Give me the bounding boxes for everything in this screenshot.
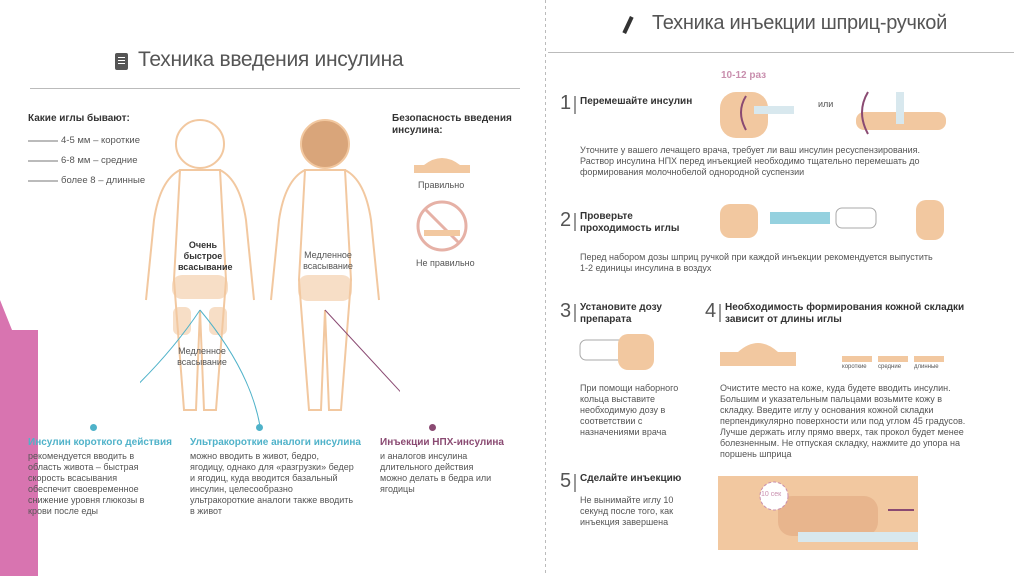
body-figures-illustration: [140, 119, 400, 427]
wrong-injection-icon: [416, 200, 468, 252]
step1-text: Уточните у вашего лечащего врача, требуе…: [580, 145, 921, 177]
decorative-pink-corner: [0, 300, 12, 330]
step2-bar: [574, 213, 576, 231]
step5-text: Не вынимайте иглу 10 секунд после того, …: [580, 495, 674, 527]
step2-title: Проверьте проходимость иглы: [580, 211, 680, 234]
needle-length-short-icon: [842, 356, 872, 362]
col1-text: рекомендуется вводить в область живота –…: [28, 451, 145, 516]
step4-bar: [719, 304, 721, 322]
col2-text: можно вводить в живот, бедро, ягодицу, о…: [190, 451, 354, 516]
col2-title: Ультракороткие аналоги инсулина: [190, 437, 361, 448]
needles-heading: Какие иглы бывают:: [28, 113, 130, 124]
needle-short-icon: [28, 140, 58, 142]
step2-text: Перед набором дозы шприц ручкой при кажд…: [580, 252, 933, 273]
pen-icon: [622, 15, 634, 35]
needle-long-icon: [28, 180, 58, 182]
step2-needle-check-illustration: [720, 200, 944, 240]
zone-fast-label: Очень быстрое всасывание: [178, 240, 233, 272]
right-title-rule: [548, 52, 1014, 53]
step3-text: При помощи наборного кольца выставите не…: [580, 383, 679, 437]
col3-title: Инъекции НПХ-инсулина: [380, 437, 504, 448]
col1-title: Инсулин короткого действия: [28, 437, 172, 448]
document-icon: [115, 53, 128, 70]
left-page-title: Техника введения инсулина: [138, 48, 404, 71]
step3-dose-illustration: [579, 334, 654, 370]
decorative-pink-strip: [0, 330, 38, 576]
col2-marker: [256, 424, 263, 431]
zone-slow-back-label: Медленное всасывание: [303, 250, 353, 271]
left-title-rule: [30, 88, 520, 89]
step4-number: 4: [705, 300, 717, 322]
step3-bar: [574, 304, 576, 322]
step3-number: 3: [560, 300, 572, 322]
step5-bar: [574, 474, 576, 492]
right-page-title: Техника инъекции шприц-ручкой: [652, 12, 947, 34]
step1-title: Перемешайте инсулин: [580, 96, 693, 107]
safety-wrong-label: Не правильно: [416, 258, 475, 268]
step5-timer: 10 сек: [761, 491, 782, 498]
step5-title: Сделайте инъекцию: [580, 473, 682, 484]
correct-injection-icon: [414, 158, 470, 173]
step1-count: 10-12 раз: [721, 70, 767, 81]
zone-slow-front-label: Медленное всасывание: [177, 346, 227, 367]
step4-text: Очистите место на коже, куда будете ввод…: [720, 383, 966, 459]
col3-marker: [429, 424, 436, 431]
step1-bar: [574, 96, 576, 114]
step3-title: Установите дозу препарата: [580, 302, 662, 325]
safety-correct-label: Правильно: [418, 180, 465, 190]
safety-heading: Безопасность введения инсулина:: [392, 113, 512, 136]
step5-number: 5: [560, 470, 572, 492]
needle-length-long-icon: [914, 356, 944, 362]
needle-length-medium-icon: [878, 356, 908, 362]
step1-or: или: [818, 99, 834, 109]
step4-title: Необходимость формирования кожной складк…: [725, 302, 965, 325]
step2-number: 2: [560, 209, 572, 231]
col1-marker: [90, 424, 97, 431]
step4-skinfold-illustration: [720, 343, 796, 366]
page-divider: [545, 0, 546, 576]
col3-text: и аналогов инсулина длительного действия…: [380, 451, 492, 494]
step1-number: 1: [560, 92, 572, 114]
step1-mixing-illustration: [720, 91, 946, 138]
needle-medium-icon: [28, 160, 58, 162]
step5-injection-illustration: [718, 476, 918, 550]
